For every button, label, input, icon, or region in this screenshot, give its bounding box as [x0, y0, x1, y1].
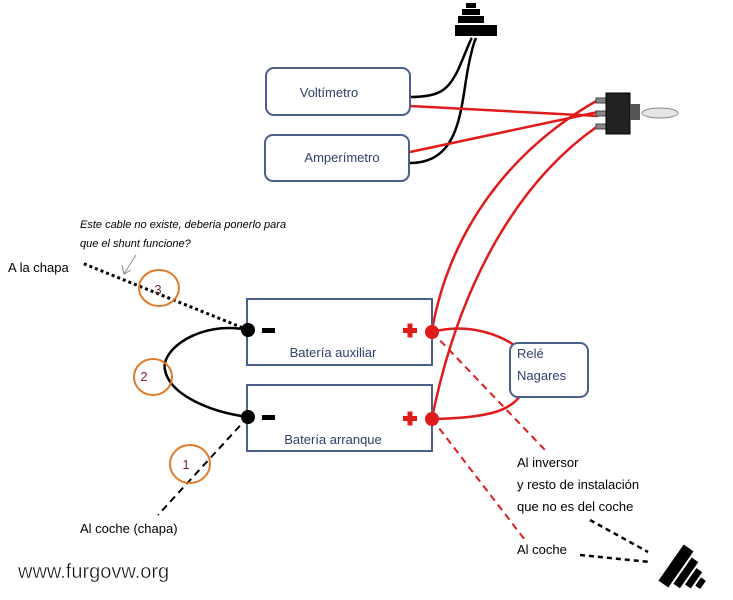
auxiliar-negative-terminal [241, 323, 255, 337]
marker-1-circle [169, 444, 211, 484]
auxiliar-negative-sign [262, 328, 275, 333]
rele-label-line1: Relé [517, 346, 544, 361]
rele-box [509, 342, 589, 398]
negatives-bridge-wire [163, 326, 249, 419]
auxiliar-positive-sign [403, 323, 417, 338]
rele-label-line2: Nagares [517, 368, 567, 383]
marker-1-label: 1 [182, 457, 189, 472]
bateria-auxiliar-box [246, 298, 433, 366]
al-coche-label: Al coche [517, 542, 567, 557]
al-coche-ground-wire [579, 553, 651, 564]
marker-3-label: 3 [154, 282, 161, 297]
voltimetro-box [265, 67, 411, 116]
al-coche-chapa-label: Al coche (chapa) [80, 521, 178, 536]
amperimetro-box [264, 134, 410, 182]
voltimetro-label: Voltímetro [300, 85, 359, 100]
inversor-wire [431, 331, 546, 451]
arranque-rele-wire [431, 395, 522, 421]
note-arrow-icon [121, 254, 137, 275]
al-inversor-line3: que no es del coche [517, 499, 633, 514]
marker-3-circle [138, 269, 180, 307]
switch-arranque-wire [430, 124, 599, 419]
marker-2-circle [133, 358, 173, 396]
marker-2-label: 2 [140, 369, 147, 384]
voltimetro-ground-wire [409, 37, 474, 99]
arranque-negative-sign [262, 415, 275, 420]
toggle-switch-icon [595, 92, 679, 135]
inversor-ground-wire [589, 518, 649, 554]
watermark: www.furgovw.org [17, 561, 169, 583]
auxiliar-rele-wire [431, 327, 521, 351]
bateria-arranque-label: Batería arranque [284, 432, 382, 447]
a-la-chapa-label: A la chapa [8, 260, 69, 275]
chapa-shunt-wire [81, 261, 249, 332]
al-coche-positive-wire [431, 418, 526, 541]
arranque-positive-terminal [425, 412, 439, 426]
auxiliar-positive-terminal [425, 325, 439, 339]
bateria-auxiliar-label: Batería auxiliar [290, 345, 377, 360]
al-inversor-line2: y resto de instalación [517, 477, 639, 492]
ground-symbol-icon [455, 3, 497, 36]
amperimetro-label: Amperímetro [304, 150, 379, 165]
note-line1: Este cable no existe, deberia ponerlo pa… [80, 219, 286, 231]
arranque-positive-sign [403, 411, 417, 426]
arranque-negative-terminal [241, 410, 255, 424]
al-coche-chapa-wire [157, 416, 249, 516]
switch-auxiliar-wire [430, 98, 599, 331]
al-inversor-line1: Al inversor [517, 455, 579, 470]
amperimetro-ground-wire [409, 37, 478, 165]
note-line2: que el shunt funcione? [80, 238, 192, 250]
voltimetro-switch-wire [409, 104, 599, 118]
ground-symbol-bottom-icon [658, 544, 706, 590]
